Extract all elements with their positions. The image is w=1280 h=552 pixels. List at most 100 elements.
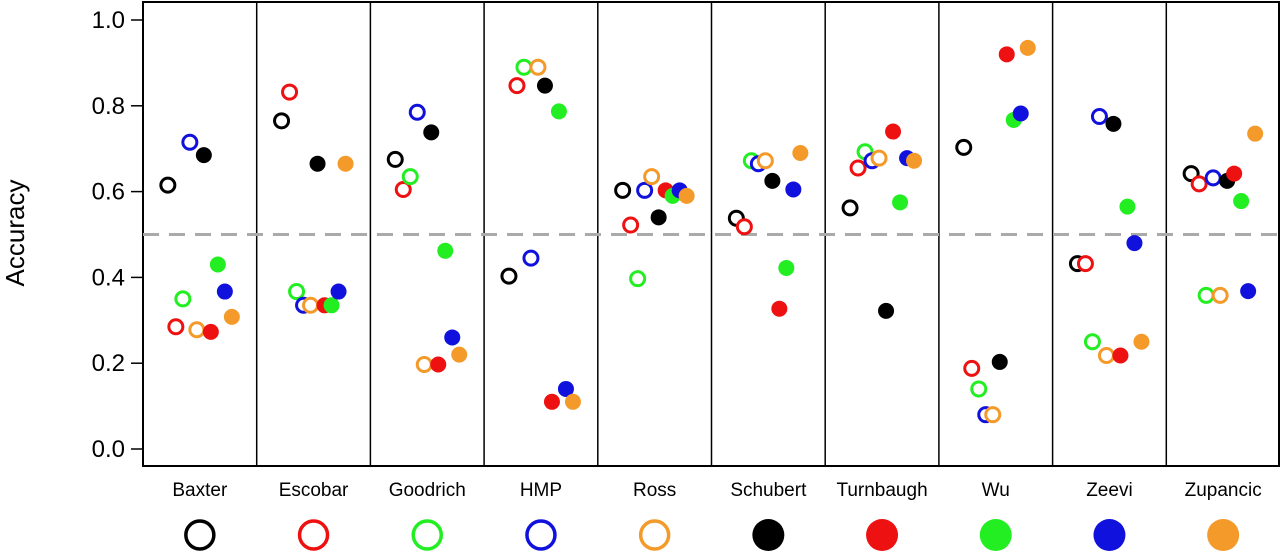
data-point (430, 356, 447, 373)
data-point (515, 58, 533, 76)
data-point (288, 283, 306, 301)
data-point (188, 321, 206, 339)
y-axis: 0.00.20.40.60.81.0 (92, 7, 143, 463)
data-point (1197, 286, 1215, 304)
data-point (1097, 346, 1115, 364)
legend-marker (979, 519, 1012, 551)
category-label: Schubert (730, 480, 807, 501)
y-tick-label: 0.8 (92, 93, 125, 120)
legend-marker (411, 519, 443, 551)
data-point (386, 150, 404, 168)
y-axis-title: Accuracy (0, 180, 30, 287)
data-point (415, 355, 433, 373)
data-point (1190, 175, 1208, 193)
data-point (955, 138, 973, 156)
data-point (870, 149, 888, 167)
data-point (451, 346, 468, 363)
data-point (536, 77, 553, 94)
data-point (216, 283, 233, 300)
category-label: Wu (982, 480, 1010, 501)
data-point (622, 216, 640, 234)
data-point (764, 172, 781, 189)
category-labels: Baxter Escobar Goodrich HMP Ross Schubert Turn… (172, 480, 1261, 501)
data-point (1240, 283, 1257, 300)
category-label: HMP (520, 480, 562, 501)
data-point (678, 187, 695, 204)
data-point (643, 168, 661, 186)
data-point (223, 308, 240, 325)
y-tick-label: 0.2 (92, 350, 125, 377)
data-point (1019, 39, 1036, 56)
data-point (756, 152, 774, 170)
data-point (1090, 108, 1108, 126)
legend-marker (866, 519, 899, 551)
data-point (1112, 347, 1129, 364)
data-point (408, 103, 426, 121)
data-point (309, 155, 326, 172)
data-point (394, 180, 412, 198)
data-point (522, 249, 540, 267)
data-point (885, 123, 902, 140)
legend-marker (638, 519, 671, 551)
data-point (906, 152, 923, 169)
data-point (878, 302, 895, 319)
category-label: Baxter (172, 480, 228, 501)
data-point (998, 46, 1015, 63)
data-point (984, 406, 1002, 424)
data-point (337, 155, 354, 172)
data-point (771, 300, 788, 317)
legend-marker (752, 519, 785, 551)
data-point (529, 58, 547, 76)
category-label: Zupancic (1185, 480, 1262, 501)
category-label: Goodrich (389, 480, 466, 501)
data-point (963, 359, 981, 377)
data-point (650, 209, 667, 226)
category-label: Turnbaugh (836, 480, 927, 501)
data-point (550, 103, 567, 120)
data-point (444, 329, 461, 346)
data-point (564, 393, 581, 410)
data-point (281, 83, 299, 101)
data-point (970, 380, 988, 398)
data-point (849, 159, 867, 177)
data-point (557, 380, 574, 397)
data-point (500, 267, 518, 285)
legend (184, 519, 1240, 551)
data-point (1119, 198, 1136, 215)
data-point (1204, 169, 1222, 187)
data-point (181, 133, 199, 151)
data-point (209, 256, 226, 273)
legend-marker (297, 519, 330, 551)
category-label: Zeevi (1086, 480, 1132, 501)
data-point (1211, 286, 1229, 304)
data-point (195, 147, 212, 164)
data-point (401, 168, 419, 186)
data-point (202, 323, 219, 340)
data-point (508, 77, 526, 95)
y-tick-label: 0.6 (92, 179, 125, 206)
y-tick-label: 0.4 (92, 264, 125, 291)
category-label: Ross (633, 480, 676, 501)
category-label: Escobar (279, 480, 349, 501)
data-point (302, 296, 320, 314)
data-point (778, 259, 795, 276)
data-point (614, 181, 632, 199)
data-point (785, 181, 802, 198)
data-point (1133, 333, 1150, 350)
legend-marker (525, 519, 557, 551)
data-point (1126, 235, 1143, 252)
data-point (1226, 165, 1243, 182)
data-point (174, 290, 192, 308)
data-point (543, 393, 560, 410)
data-point (892, 194, 909, 211)
data-point (330, 283, 347, 300)
legend-marker (1093, 519, 1126, 551)
data-point (1247, 125, 1264, 142)
data-point (1105, 115, 1122, 132)
data-point (841, 199, 859, 217)
data-point (629, 270, 647, 288)
data-point (423, 124, 440, 141)
data-point (1233, 193, 1250, 210)
y-tick-label: 0.0 (92, 436, 125, 463)
